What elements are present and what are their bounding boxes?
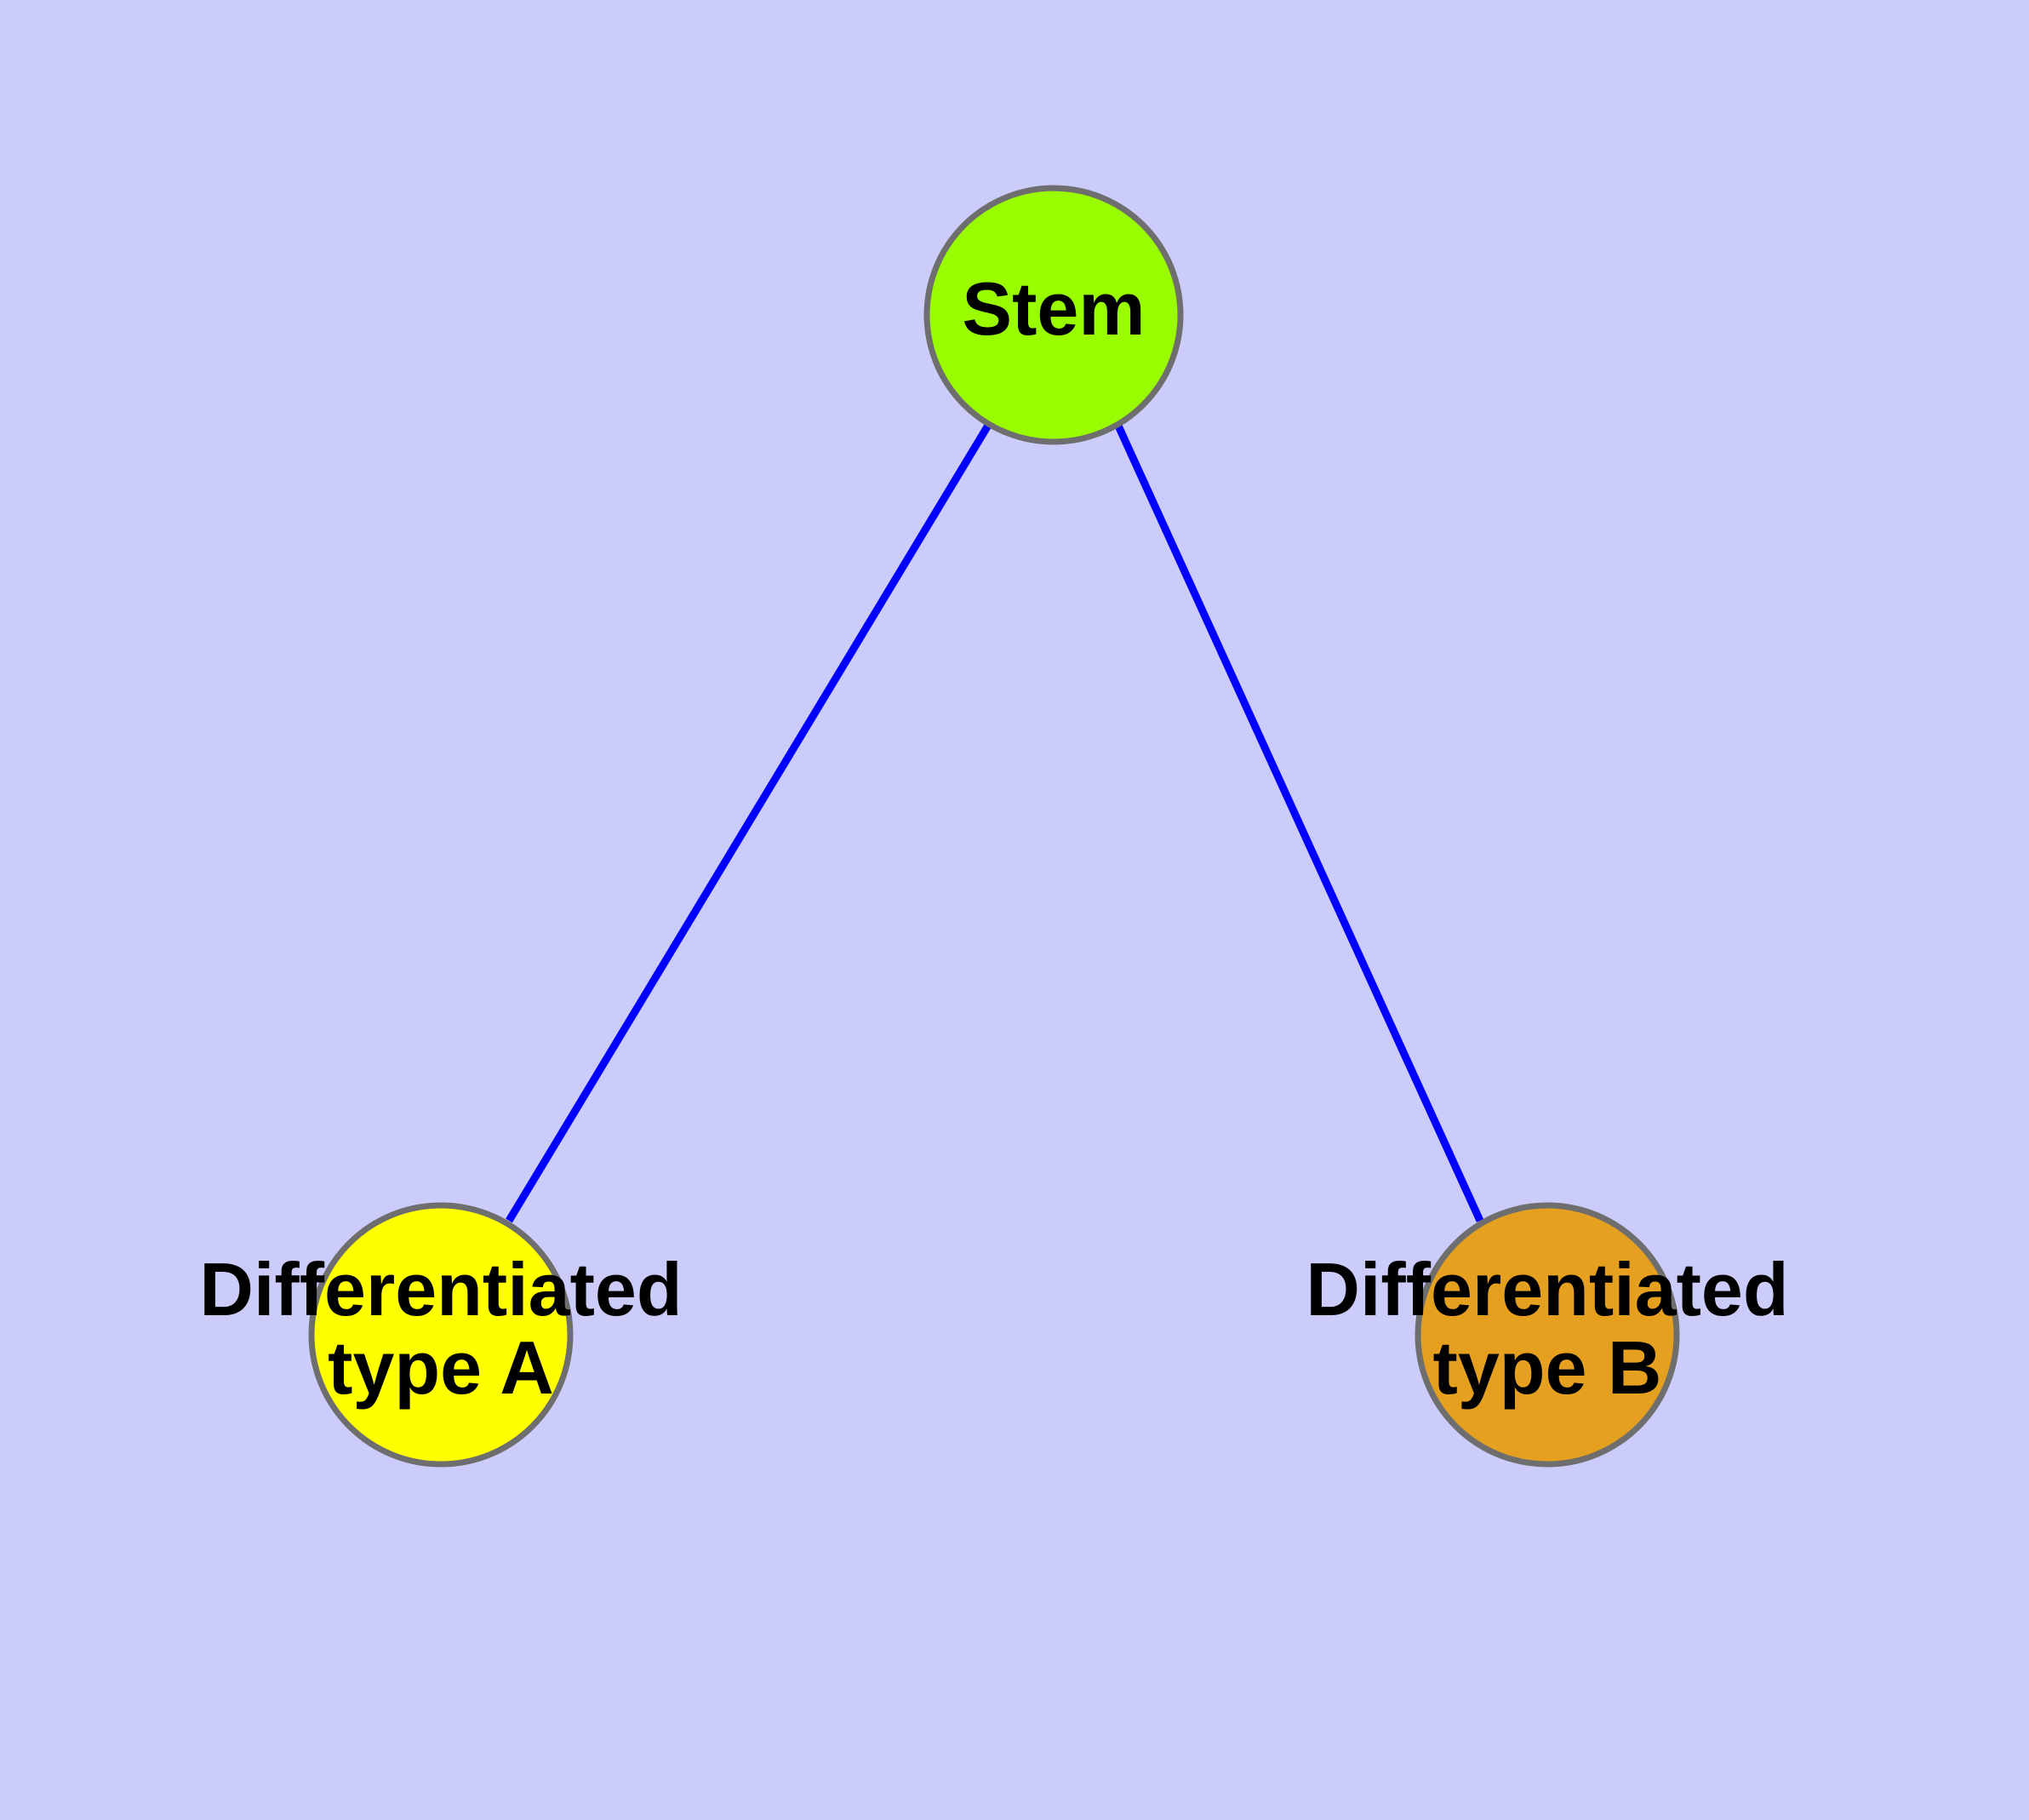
node-stem[interactable] [923,185,1184,445]
edge-stem-to-a[interactable] [506,421,992,1223]
node-label-line: Stem [962,266,1145,351]
node-label-line: type B [1433,1325,1662,1410]
edges-layer [506,421,1484,1223]
node-diff-b[interactable] [1415,1202,1680,1468]
node-label-line: type A [328,1325,554,1410]
node-diff-a[interactable] [308,1202,574,1468]
nodes-layer [308,185,1680,1468]
node-label-line: Differentiated [1306,1247,1788,1331]
node-label-stem: Stem [962,266,1145,351]
edge-stem-to-b[interactable] [1113,422,1484,1222]
node-label-line: Differentiated [199,1247,682,1331]
